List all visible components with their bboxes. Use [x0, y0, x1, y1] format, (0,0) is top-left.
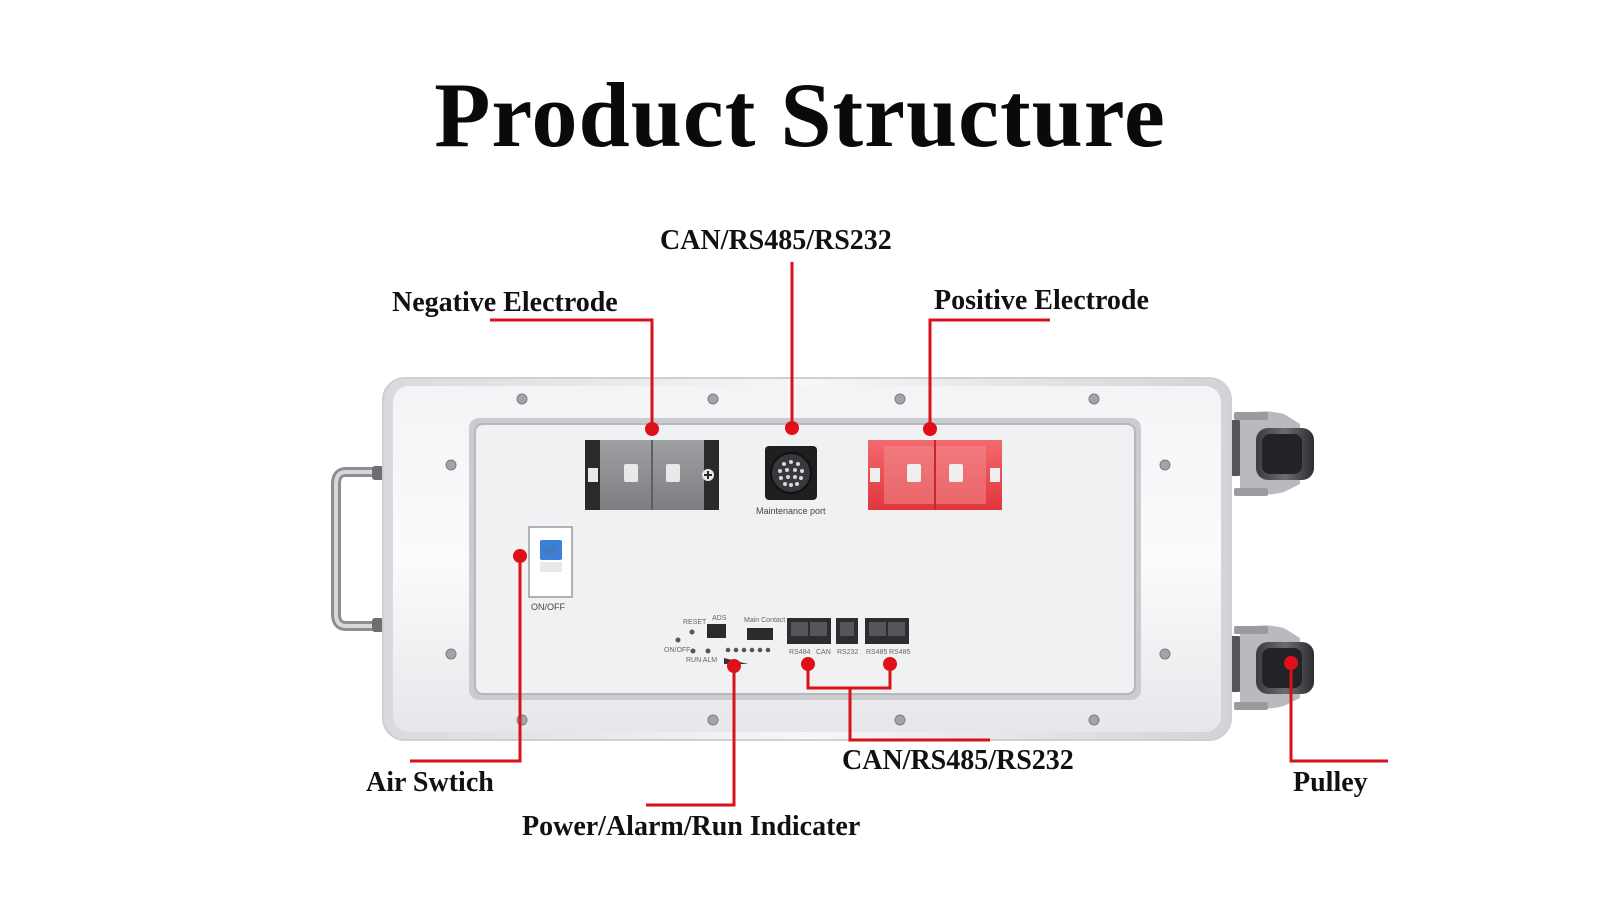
leader-lines	[410, 262, 1388, 807]
callout-air-switch: Air Swtich	[366, 767, 494, 798]
screw-icon	[445, 459, 457, 471]
onoff-label: ON/OFF	[531, 602, 565, 612]
control-panel: RESET ADS Main Contact ON/OFF RUN ALM	[664, 615, 785, 664]
port-rs232-label: RS232	[837, 649, 859, 656]
port-rs484-label: RS484	[789, 649, 811, 656]
maintenance-port: Maintenance port	[756, 446, 826, 516]
screw-icon	[894, 714, 906, 726]
connector-pins-icon	[778, 460, 804, 487]
pulley-top	[1222, 411, 1314, 496]
screw-icon	[1159, 459, 1171, 471]
port-can-label: CAN	[816, 649, 831, 656]
positive-terminal	[868, 440, 1002, 510]
callout-comm-bottom: CAN/RS485/RS232	[842, 745, 1074, 776]
leader-pulley	[1289, 663, 1388, 763]
plus-icon	[702, 469, 714, 481]
negative-terminal	[585, 440, 719, 510]
callout-negative-electrode: Negative Electrode	[392, 287, 618, 318]
screw-icon	[445, 648, 457, 660]
callout-comm-top: CAN/RS485/RS232	[660, 225, 892, 256]
side-handle	[331, 466, 384, 632]
air-switch: NO ON/OFF	[528, 526, 573, 612]
onoff-small-label: ON/OFF	[664, 647, 690, 654]
run-alm-label: RUN ALM	[686, 657, 717, 664]
main-contact-label: Main Contact	[744, 617, 785, 624]
leader-positive	[928, 318, 1050, 429]
comm-ports: RS484 CAN RS232 RS485 RS485	[787, 618, 911, 656]
indicator-leds	[725, 647, 771, 653]
page-title: Product Structure	[434, 64, 1166, 166]
leader-negative	[490, 318, 654, 429]
port-rs485b-label: RS485	[889, 649, 911, 656]
ads-label: ADS	[712, 615, 727, 622]
callout-pulley: Pulley	[1293, 767, 1368, 798]
pulley-bottom	[1222, 625, 1314, 710]
callout-positive-electrode: Positive Electrode	[934, 285, 1149, 316]
screw-icon	[516, 393, 528, 405]
reset-label: RESET	[683, 619, 707, 626]
leader-indicator	[646, 666, 736, 807]
screw-icon	[1088, 714, 1100, 726]
callout-indicator: Power/Alarm/Run Indicater	[522, 811, 861, 842]
switch-face-label: NO	[545, 548, 556, 555]
maintenance-port-label: Maintenance port	[756, 506, 826, 516]
screw-icon	[707, 393, 719, 405]
screw-icon	[1159, 648, 1171, 660]
leader-air-switch	[410, 556, 522, 763]
screw-icon	[707, 714, 719, 726]
port-rs485a-label: RS485	[866, 649, 888, 656]
screw-icon	[894, 393, 906, 405]
screw-icon	[1088, 393, 1100, 405]
